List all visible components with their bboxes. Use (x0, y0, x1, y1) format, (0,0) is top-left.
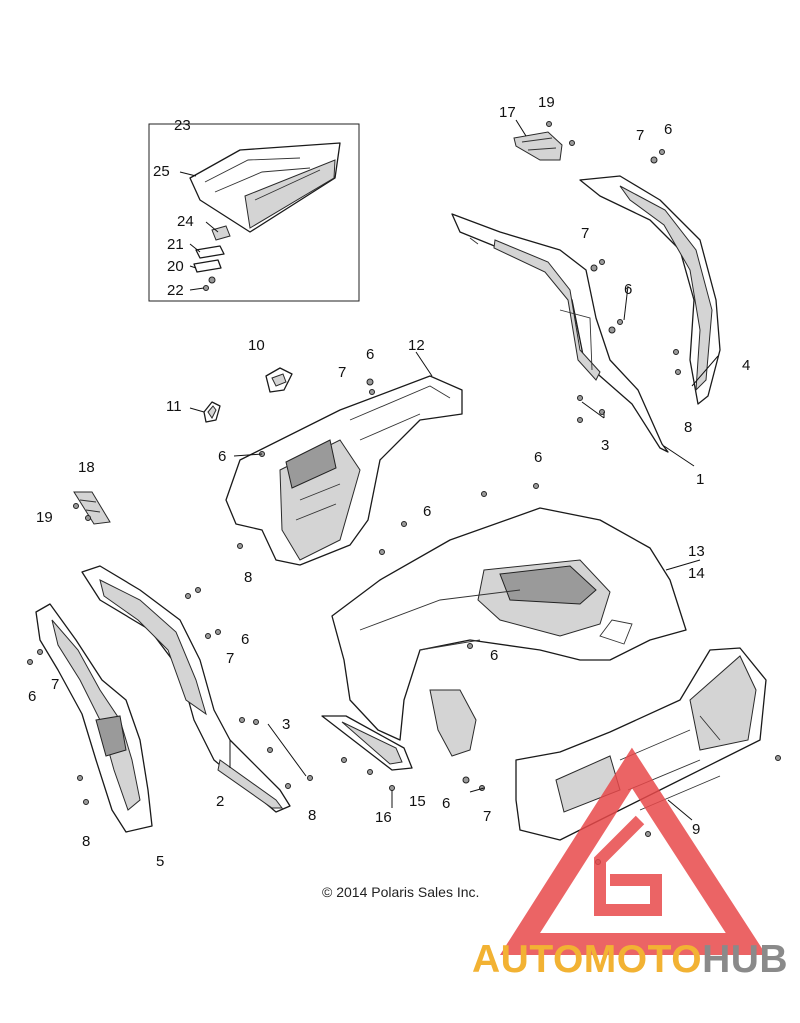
watermark-logo-text: AUTOMOTOHUB (472, 938, 788, 982)
callout-7: 7 (226, 650, 234, 667)
copyright-text: © 2014 Polaris Sales Inc. (322, 884, 480, 900)
callout-6: 6 (218, 448, 226, 465)
callout-6: 6 (423, 503, 431, 520)
callout-6: 6 (241, 631, 249, 648)
part-12-console (225, 375, 463, 566)
logo-text-hub: HUB (702, 938, 789, 981)
inset-box (148, 123, 360, 302)
callout-1: 1 (696, 471, 704, 488)
part-15-cover (321, 715, 413, 771)
callout-7: 7 (483, 808, 491, 825)
callout-6: 6 (664, 121, 672, 138)
callout-24: 24 (177, 213, 194, 230)
callout-3: 3 (282, 716, 290, 733)
callout-8: 8 (684, 419, 692, 436)
callout-7: 7 (51, 676, 59, 693)
latch-hardware (193, 225, 231, 291)
callout-23: 23 (174, 117, 191, 134)
callout-7: 7 (338, 364, 346, 381)
part-11-cover (203, 401, 221, 423)
callout-6: 6 (28, 688, 36, 705)
part-17-bracket (513, 121, 575, 161)
callout-7: 7 (581, 225, 589, 242)
part-9-rear-panel (515, 647, 767, 841)
callout-9: 9 (692, 821, 700, 838)
callout-2: 2 (216, 793, 224, 810)
part-18-bracket (73, 491, 111, 525)
callout-6: 6 (366, 346, 374, 363)
callout-6: 6 (490, 647, 498, 664)
callout-16: 16 (375, 809, 392, 826)
callout-14: 14 (688, 565, 705, 582)
part-25-storage-tray (189, 142, 341, 233)
callout-17: 17 (499, 104, 516, 121)
part-2-inner-panel (81, 565, 291, 813)
callout-6: 6 (534, 449, 542, 466)
part-10-cover (265, 367, 293, 393)
callout-3: 3 (601, 437, 609, 454)
callout-8: 8 (82, 833, 90, 850)
part-13-cargo-box (331, 507, 687, 757)
part-1-fender-panel (451, 213, 669, 453)
callout-12: 12 (408, 337, 425, 354)
callout-15: 15 (409, 793, 426, 810)
part-4-outer-fender (579, 175, 721, 405)
callout-11: 11 (166, 398, 182, 415)
callout-19: 19 (538, 94, 555, 111)
callout-7: 7 (636, 127, 644, 144)
callout-19: 19 (36, 509, 53, 526)
callout-4: 4 (742, 357, 750, 374)
callout-18: 18 (78, 459, 95, 476)
logo-text-automoto: AUTOMOTO (472, 938, 703, 981)
callout-8: 8 (244, 569, 252, 586)
callout-22: 22 (167, 282, 184, 299)
callout-6: 6 (442, 795, 450, 812)
callout-25: 25 (153, 163, 170, 180)
callout-5: 5 (156, 853, 164, 870)
callout-6: 6 (624, 281, 632, 298)
callout-13: 13 (688, 543, 705, 560)
callout-10: 10 (248, 337, 265, 354)
callouts: 23 25 24 21 20 22 17 19 7 6 7 6 4 8 3 1 … (28, 94, 750, 870)
part-5-outer-fender (35, 603, 153, 833)
callout-8: 8 (308, 807, 316, 824)
callout-20: 20 (167, 258, 184, 275)
callout-21: 21 (167, 236, 184, 253)
